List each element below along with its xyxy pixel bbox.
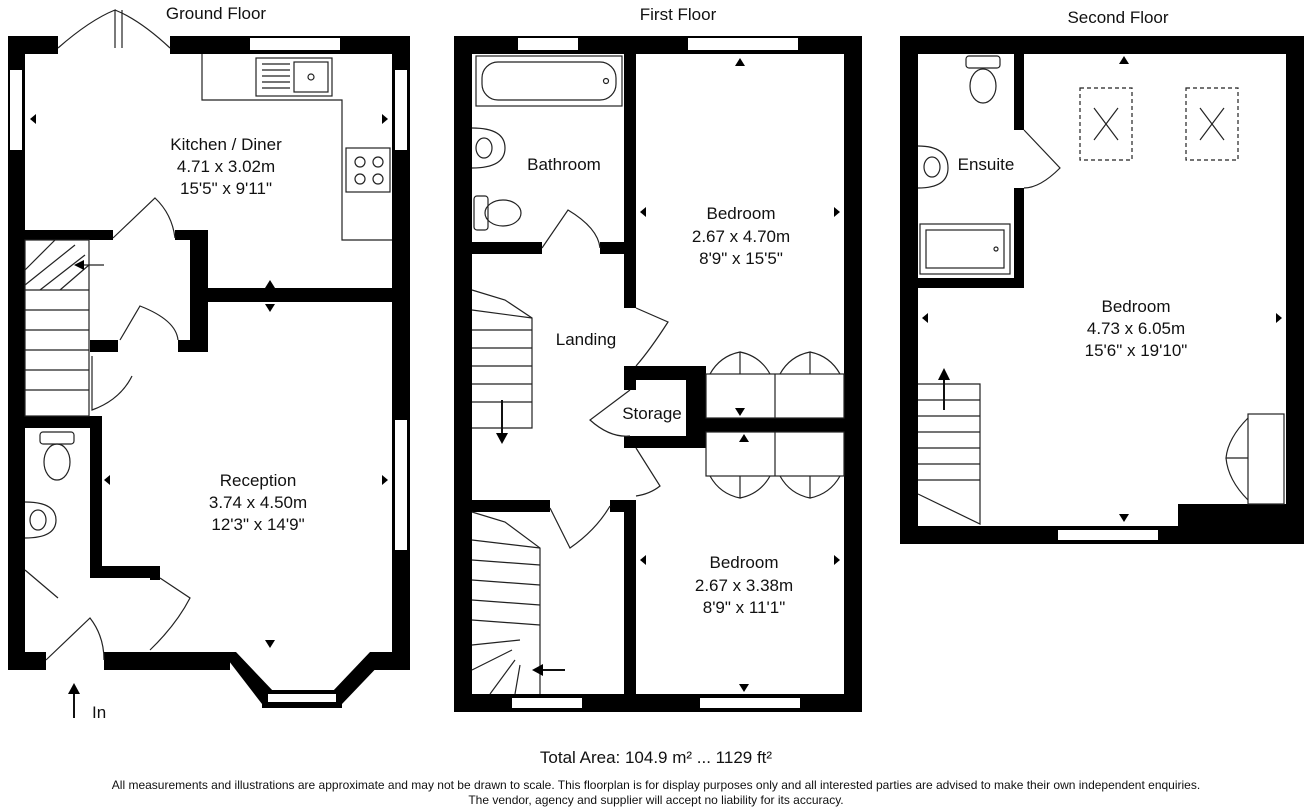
reception-metric: 3.74 x 4.50m (209, 493, 307, 512)
skylights (1079, 87, 1239, 161)
first-bedroom1-imperial: 8'9" x 15'5" (699, 249, 783, 268)
first-bedroom2-imperial: 8'9" x 11'1" (703, 598, 786, 617)
ground-floor: Ground Floor (8, 4, 410, 722)
disclaimer-line-1: All measurements and illustrations are a… (111, 778, 1201, 792)
first-floor-title: First Floor (640, 5, 717, 24)
storage-label: Storage (622, 404, 682, 423)
bathroom-label: Bathroom (527, 155, 601, 174)
floorplan-drawing: Ground Floor (8, 4, 1304, 722)
ground-floor-walls (8, 36, 410, 708)
kitchen-french-doors (57, 9, 171, 49)
second-floor: Second Floor (900, 8, 1304, 544)
landing-label: Landing (556, 330, 617, 349)
reception-label: Reception (220, 471, 297, 490)
second-bedroom-imperial: 15'6" x 19'10" (1085, 341, 1188, 360)
kitchen-label: Kitchen / Diner (170, 135, 282, 154)
second-floor-title: Second Floor (1067, 8, 1168, 27)
reception-imperial: 12'3" x 14'9" (211, 515, 304, 534)
second-wardrobe (1225, 413, 1285, 505)
second-floor-walls (900, 36, 1304, 544)
second-dimension-markers (922, 56, 1282, 522)
first-bathroom-fixtures (471, 55, 623, 231)
second-bedroom-label: Bedroom (1102, 297, 1171, 316)
ground-floor-stairs (24, 239, 104, 417)
entrance-label: In (92, 703, 106, 722)
first-floor-stairs-upper (471, 289, 533, 444)
first-floor-stairs-lower (471, 511, 565, 695)
second-bedroom-metric: 4.73 x 6.05m (1087, 319, 1185, 338)
ground-floor-doors (24, 197, 191, 661)
total-area: Total Area: 104.9 m² ... 1129 ft² (539, 748, 773, 767)
kitchen-units (201, 54, 392, 241)
second-floor-stairs (917, 368, 981, 525)
first-floor-walls (454, 36, 862, 712)
first-bedroom1-label: Bedroom (707, 204, 776, 223)
ensuite-fixtures (917, 55, 1061, 275)
disclaimer-line-2: The vendor, agency and supplier will acc… (468, 793, 844, 807)
first-bedroom2-label: Bedroom (710, 553, 779, 572)
first-dimension-markers (640, 58, 840, 692)
first-floor-doors (541, 209, 669, 549)
first-bedroom1-metric: 2.67 x 4.70m (692, 227, 790, 246)
kitchen-metric: 4.71 x 3.02m (177, 157, 275, 176)
kitchen-imperial: 15'5" x 9'11" (180, 179, 272, 198)
first-bedroom2-metric: 2.67 x 3.38m (695, 576, 793, 595)
ensuite-label: Ensuite (958, 155, 1015, 174)
ground-wc (24, 431, 75, 539)
first-floor: First Floor (454, 5, 862, 712)
ground-floor-title: Ground Floor (166, 4, 266, 23)
ground-dimension-markers (30, 114, 388, 648)
entrance-arrow: In (68, 683, 106, 722)
first-wardrobes (705, 351, 845, 499)
